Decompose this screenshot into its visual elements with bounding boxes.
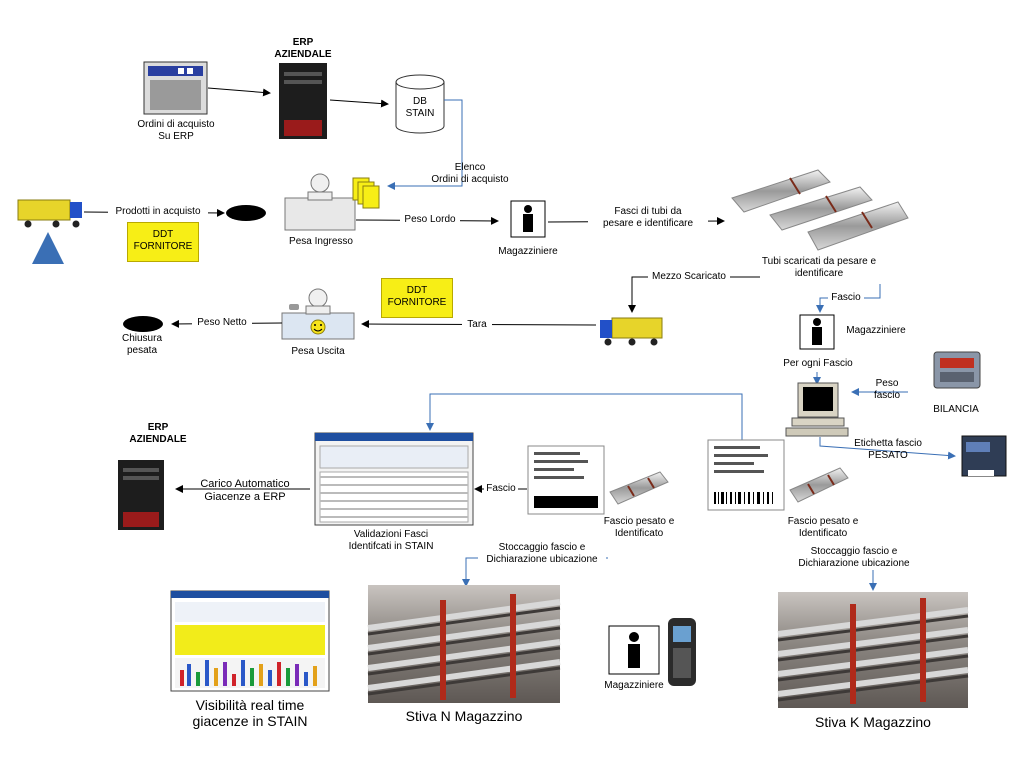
- label-stiva-k: Stiva K Magazzino: [815, 714, 931, 730]
- pipe-bundle-icon: [789, 467, 849, 503]
- server-icon: [118, 460, 164, 530]
- person-icon: [510, 200, 546, 238]
- weighing-point-in: [226, 205, 266, 221]
- computer-window-icon: [143, 61, 208, 115]
- label-mezzo-scaricato: Mezzo Scaricato: [648, 271, 730, 283]
- label-printer-icon: [961, 435, 1007, 477]
- desktop-computer-icon: [785, 382, 849, 437]
- label-fascio-2: Fascio: [484, 483, 518, 495]
- label-pesa-ingresso: Pesa Ingresso: [289, 236, 353, 247]
- arrow-erp-db: [329, 99, 389, 108]
- truck-icon: [17, 199, 82, 228]
- pipe-bundle-icon: [731, 169, 909, 251]
- telephone-icon: [289, 304, 299, 310]
- person-icon: [608, 625, 660, 675]
- arrow-etichetta: [819, 437, 956, 460]
- truck-icon: [600, 317, 663, 346]
- database-icon: [395, 74, 445, 134]
- label-magazziniere-3: Magazziniere: [604, 680, 664, 691]
- arrow-db-pesa: [387, 99, 463, 190]
- label-peso-netto: Peso Netto: [192, 317, 252, 329]
- label-pesa-uscita: Pesa Uscita: [291, 346, 345, 357]
- pipe-bundle-icon: [609, 471, 669, 505]
- label-peso-lordo: Peso Lordo: [400, 214, 460, 226]
- label-bilancia: BILANCIA: [933, 404, 979, 415]
- label-tara: Tara: [462, 319, 492, 331]
- label-prodotti-acquisto: Prodotti in acquisto: [108, 206, 208, 218]
- label-magazziniere-1: Magazziniere: [498, 246, 558, 257]
- barcode-label-icon: [707, 439, 785, 511]
- weighing-point-out: [123, 316, 163, 332]
- scale-terminal-icon: [933, 351, 981, 389]
- warehouse-photo-n: [367, 585, 561, 703]
- arrow-to-validation: [426, 393, 743, 440]
- label-magazziniere-2: Magazziniere: [846, 325, 906, 336]
- person-icon: [799, 314, 835, 350]
- handheld-scanner-icon: [668, 618, 696, 686]
- stock-dashboard-thumbnail: [170, 590, 330, 692]
- smiley-icon: [310, 319, 326, 335]
- label-fascio-1: Fascio: [828, 292, 864, 304]
- warehouse-photo-k: [777, 592, 969, 708]
- pesa-uscita-station: [281, 288, 355, 340]
- pesa-ingresso-station: [284, 173, 380, 231]
- label-stiva-n: Stiva N Magazzino: [405, 708, 523, 724]
- validation-screen-thumbnail: [314, 432, 474, 526]
- label-per-ogni-fascio: Per ogni Fascio: [783, 358, 853, 369]
- barcode-label-icon: [527, 445, 605, 515]
- arrow-ordini-erp: [207, 87, 271, 97]
- server-icon: [279, 63, 327, 139]
